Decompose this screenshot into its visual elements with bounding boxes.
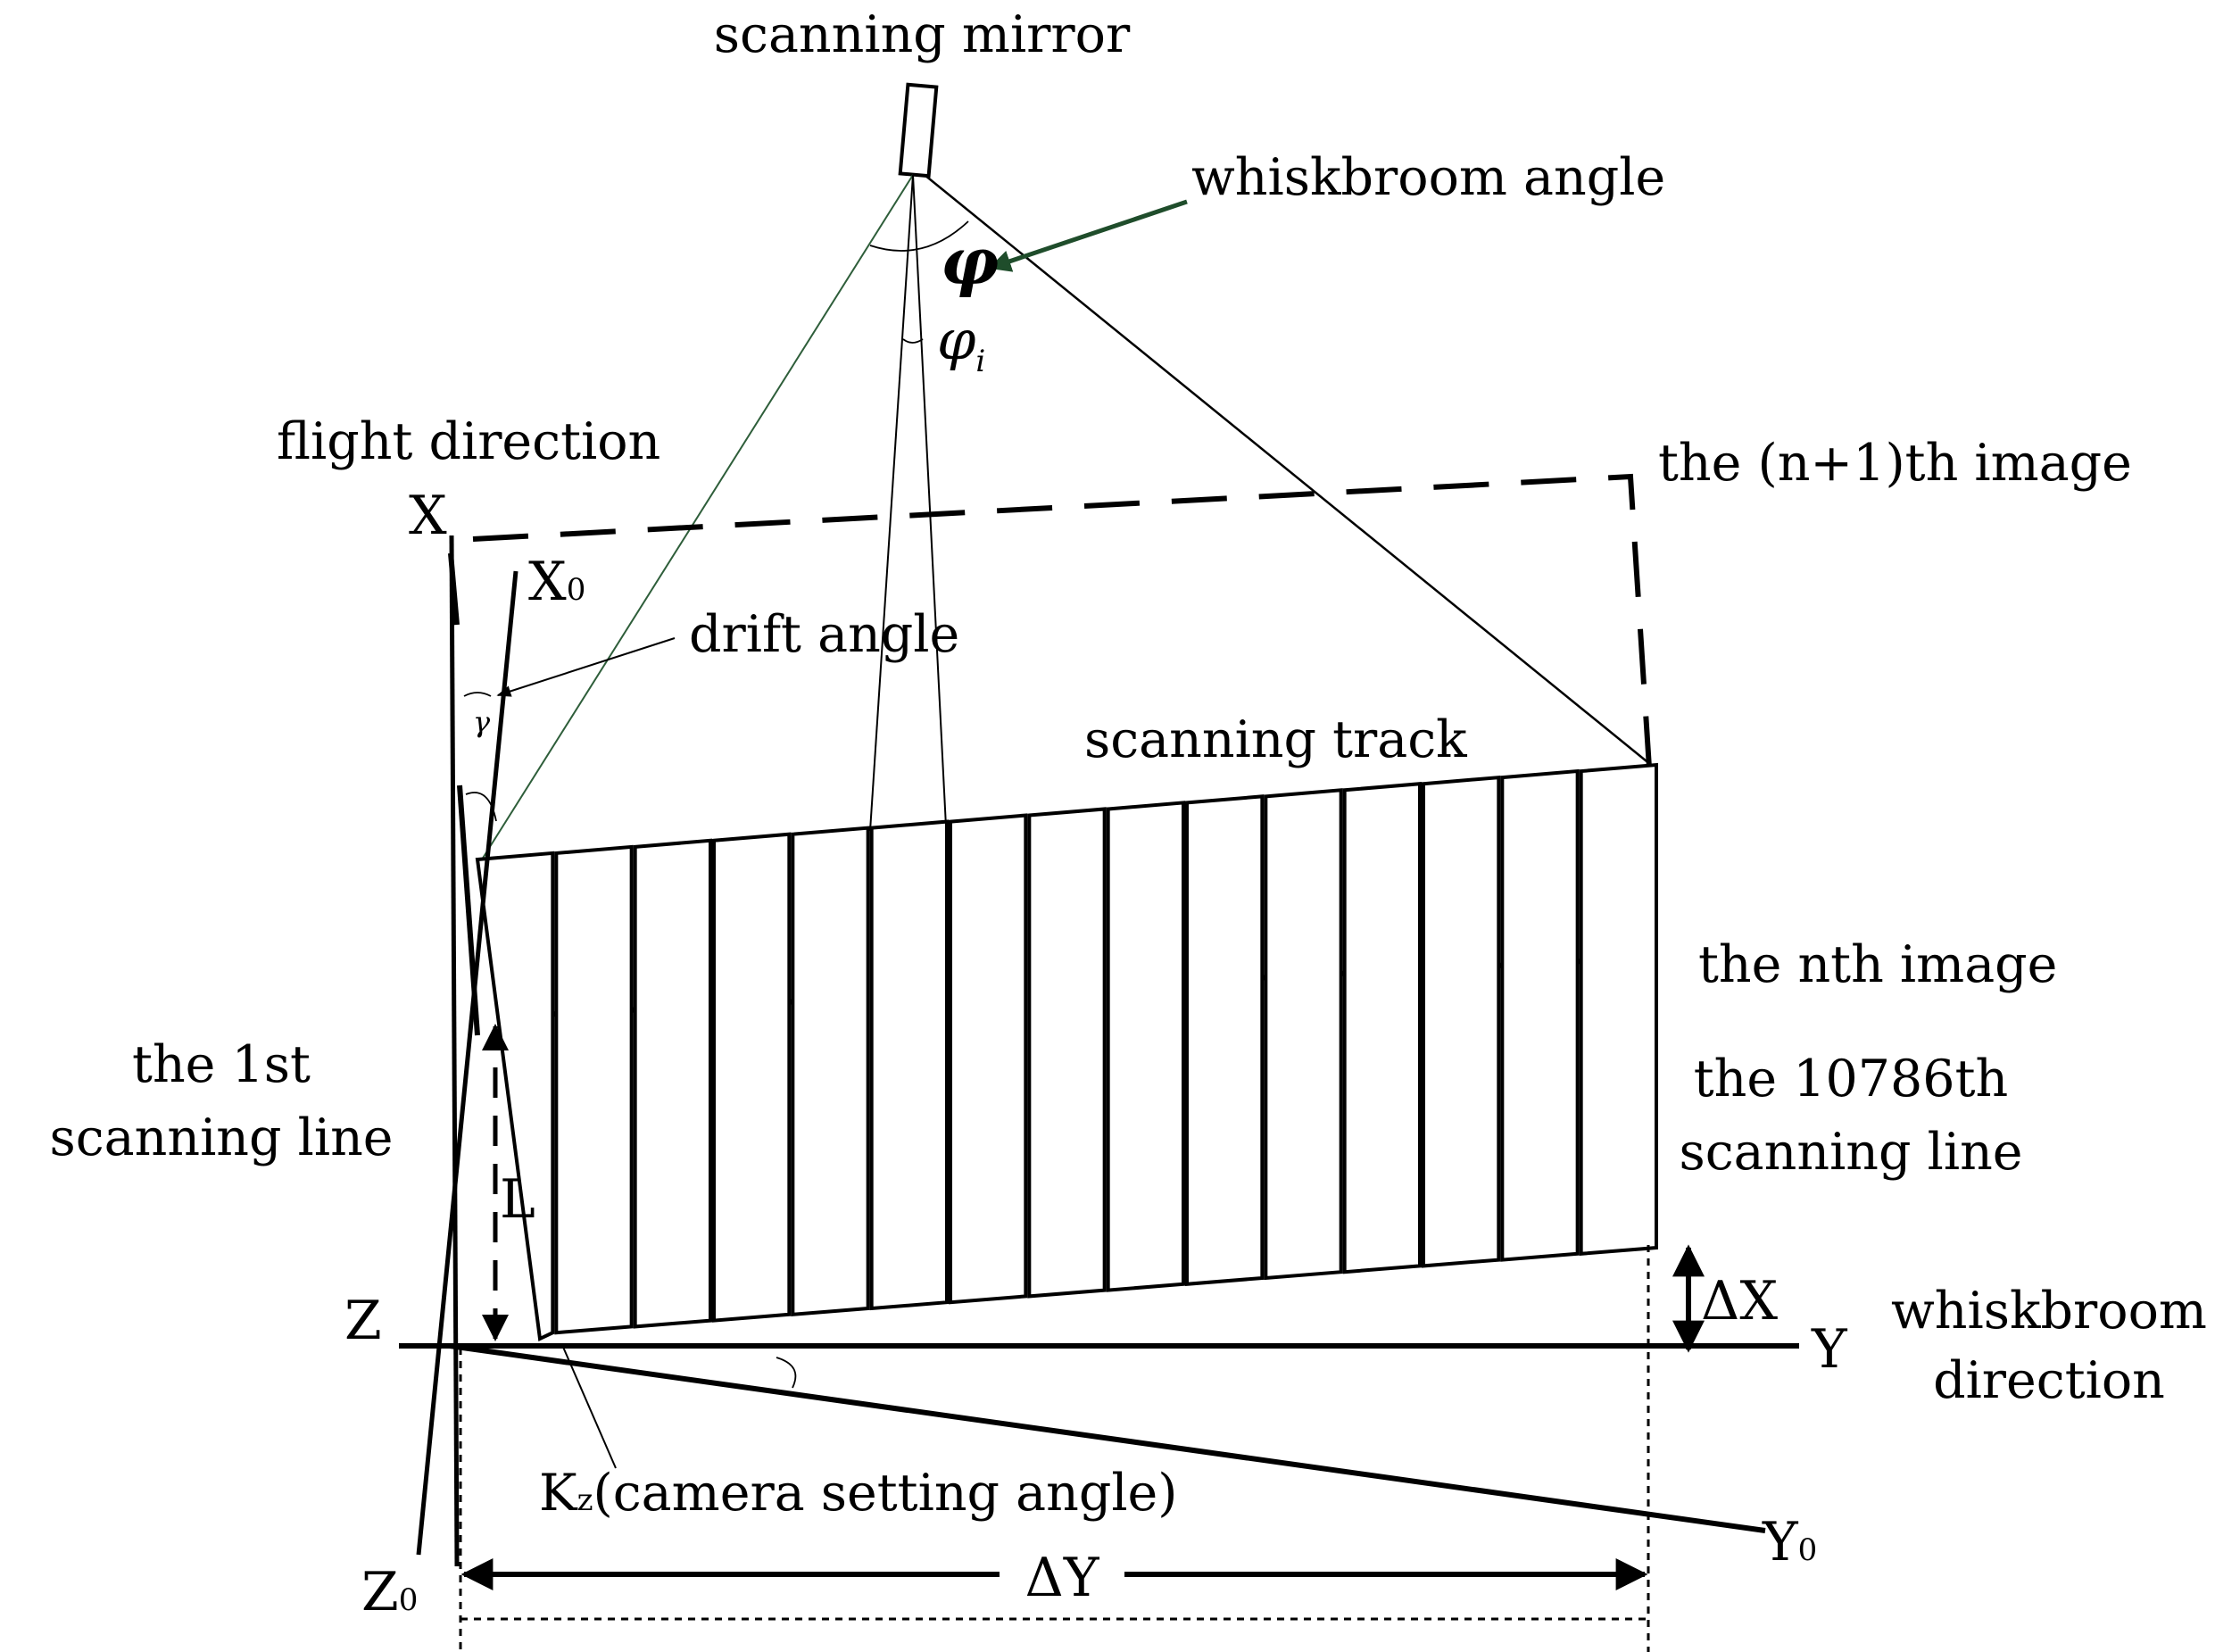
scanning-strip: [791, 826, 870, 1316]
nth-image-label: the nth image: [1698, 935, 2057, 994]
drift-angle-leader: [496, 637, 676, 697]
scanning-track-label: scanning track: [1084, 710, 1467, 769]
x0-axis-label: X0: [528, 551, 585, 613]
scanning-strip: [1027, 807, 1107, 1299]
scanning-strip: [633, 838, 712, 1329]
z0-axis-label: Z0: [361, 1561, 418, 1623]
last-scanning-line-label-2: scanning line: [1679, 1123, 2022, 1182]
gamma-label: γ: [473, 705, 491, 739]
y-axis-label: Y: [1811, 1318, 1848, 1381]
x-axis-label: X: [409, 485, 447, 547]
whiskbroom-angle-label: whiskbroom angle: [1191, 148, 1665, 207]
kz-leader: [561, 1344, 617, 1469]
fov-inner-right-line: [912, 174, 947, 827]
scanning-strip: [1185, 794, 1265, 1286]
fov-right-line: [924, 174, 1652, 766]
scanning-strip: [1342, 782, 1422, 1274]
first-scanning-line-label-1: the 1st: [132, 1035, 311, 1094]
scanning-strip: [712, 832, 792, 1323]
z-x-tilted-line: [457, 784, 480, 1036]
n1-image-frame: [472, 473, 1652, 768]
scanning-mirror: [898, 82, 939, 178]
z-axis-label: Z: [344, 1290, 382, 1352]
fov-left-line: [481, 174, 914, 860]
scanning-strip: [949, 813, 1028, 1305]
delta-x-label: ΔX: [1701, 1270, 1778, 1332]
scanning-strip: [1500, 768, 1580, 1262]
scanning-strip: [1106, 801, 1185, 1292]
x-axis-dash: [448, 552, 460, 626]
phi-label: φ: [941, 223, 999, 299]
drift-angle-arc: [463, 692, 492, 697]
phi-i-label: φi: [937, 307, 985, 379]
drift-angle-label: drift angle: [689, 605, 959, 664]
kz-camera-setting-angle-label: Kz(camera setting angle): [539, 1464, 1178, 1523]
y0-axis-label: Y0: [1762, 1511, 1817, 1573]
scanning-strip: [1579, 762, 1658, 1256]
first-scanning-line-label-2: scanning line: [49, 1108, 393, 1167]
kz-angle-arc: [776, 1357, 797, 1389]
last-scanning-line-label-1: the 10786th: [1694, 1050, 2008, 1108]
x0-angle-arc: [465, 792, 497, 822]
scanning-strip: [1264, 788, 1343, 1281]
whiskbroom-angle-arc: [869, 220, 969, 252]
whiskbroom-direction-label-2: direction: [1933, 1351, 2165, 1410]
flight-direction-label: flight direction: [277, 412, 660, 471]
whiskbroom-direction-label-1: whiskbroom: [1891, 1282, 2207, 1341]
x0-axis-line: [416, 570, 518, 1556]
scanning-strip: [869, 819, 949, 1311]
n1-image-label: the (n+1)th image: [1658, 434, 2132, 493]
delta-y-label: ΔY: [1025, 1547, 1100, 1609]
y0-axis-line: [449, 1343, 1766, 1533]
phi-i-arc: [902, 338, 924, 344]
scanning-mirror-label: scanning mirror: [714, 5, 1131, 64]
scanning-track: [475, 762, 1658, 1341]
scanning-strip: [554, 844, 634, 1335]
x-axis-line: [449, 535, 460, 1567]
whiskbroom-angle-pointer: [988, 199, 1188, 272]
scanning-strip: [1422, 775, 1501, 1268]
scanning-strip: [475, 851, 555, 1341]
fov-inner-left-line: [869, 174, 914, 832]
l-label: L: [500, 1168, 535, 1231]
